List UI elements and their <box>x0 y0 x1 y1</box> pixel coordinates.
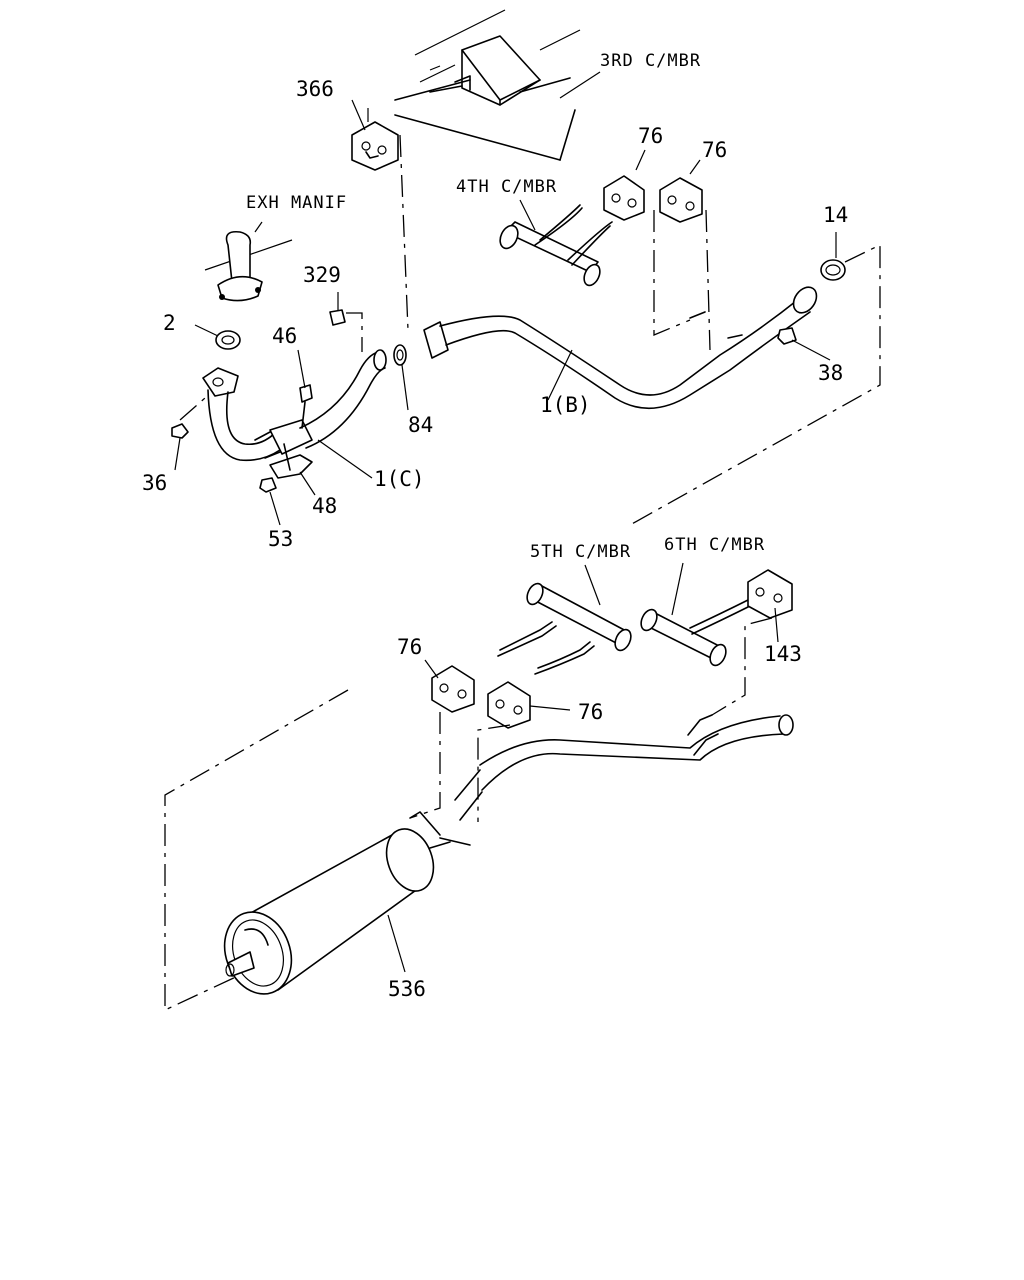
callout-14: 14 <box>823 203 848 227</box>
rubber-hanger-76-b <box>659 177 703 223</box>
gasket-14 <box>820 259 846 281</box>
callout-36: 36 <box>142 471 167 495</box>
rubber-hanger-76-c <box>431 665 475 713</box>
bolt-46 <box>299 384 313 429</box>
callout-84: 84 <box>408 413 433 437</box>
callout-76-b: 76 <box>702 138 727 162</box>
gasket-84 <box>393 344 407 366</box>
bracket-48 <box>269 443 313 479</box>
callout-53: 53 <box>268 527 293 551</box>
callout-143: 143 <box>764 642 802 666</box>
callout-536: 536 <box>388 977 426 1001</box>
callout-329: 329 <box>303 263 341 287</box>
nut-38 <box>777 327 797 345</box>
rubber-hanger-76-d <box>487 681 531 729</box>
fourth-cross-member <box>499 199 613 287</box>
callout-38: 38 <box>818 361 843 385</box>
rubber-hanger-143 <box>747 569 793 619</box>
callout-46: 46 <box>272 324 297 348</box>
front-pipe-1c <box>202 349 387 462</box>
label-6th-cross-member: 6TH C/MBR <box>664 535 765 555</box>
callout-1b: 1(B) <box>540 393 591 417</box>
rubber-hanger-76-a <box>603 175 645 221</box>
leader-lines <box>174 99 837 973</box>
callout-2: 2 <box>163 311 176 335</box>
callout-48: 48 <box>312 494 337 518</box>
muffler-536 <box>223 828 451 995</box>
nut-36 <box>171 423 189 439</box>
rubber-hanger-366 <box>351 121 399 171</box>
center-pipe-1b <box>423 286 818 410</box>
exhaust-manifold <box>204 230 293 302</box>
gasket-2 <box>215 330 241 350</box>
nut-329 <box>329 309 346 326</box>
label-exhaust-manifold: EXH MANIF <box>246 193 347 213</box>
callout-1c: 1(C) <box>374 467 425 491</box>
sixth-cross-member <box>640 599 751 667</box>
callout-76-a: 76 <box>638 124 663 148</box>
tail-pipe <box>409 714 794 846</box>
label-5th-cross-member: 5TH C/MBR <box>530 542 631 562</box>
callout-366: 366 <box>296 77 334 101</box>
label-3rd-cross-member: 3RD C/MBR <box>600 51 701 71</box>
label-4th-cross-member: 4TH C/MBR <box>456 177 557 197</box>
third-cross-member <box>394 9 581 161</box>
fifth-cross-member <box>497 582 632 675</box>
callout-76-d: 76 <box>578 700 603 724</box>
callout-76-c: 76 <box>397 635 422 659</box>
nut-53 <box>259 477 277 493</box>
